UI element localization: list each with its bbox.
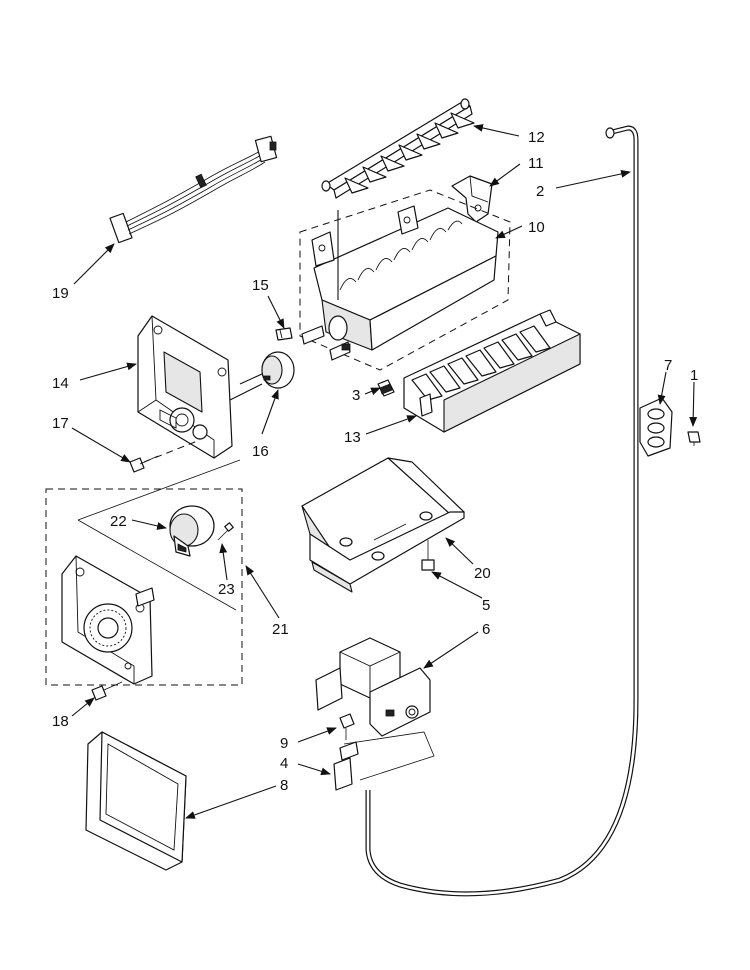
motor-screw-part <box>217 522 234 541</box>
callout-4: 4 <box>280 755 288 772</box>
leader-lines <box>71 124 698 819</box>
wire-harness-part <box>109 135 278 244</box>
retainer-clip-part <box>275 327 293 341</box>
callout-18: 18 <box>52 713 69 730</box>
callout-21: 21 <box>272 621 289 638</box>
callout-8: 8 <box>280 777 288 794</box>
callout-17: 17 <box>52 415 69 432</box>
callout-labels: 12 11 10 2 15 19 14 17 16 3 13 7 1 22 23… <box>52 129 698 794</box>
callout-7: 7 <box>664 357 672 374</box>
callout-15: 15 <box>252 277 269 294</box>
callout-3: 3 <box>352 387 360 404</box>
fill-tube-part <box>365 125 639 897</box>
housing-screw-part <box>129 439 201 473</box>
callout-22: 22 <box>110 513 127 530</box>
motor-part <box>169 505 215 557</box>
callout-9: 9 <box>280 735 288 752</box>
callout-5: 5 <box>482 597 490 614</box>
stripper-part <box>403 309 581 433</box>
thermostat-part <box>239 351 295 389</box>
ejector-part <box>321 98 475 199</box>
valve-bracket-part <box>333 731 435 791</box>
water-valve-part <box>315 637 431 737</box>
mounting-screw-part <box>91 681 123 701</box>
callout-1: 1 <box>690 367 698 384</box>
tray-screw-part <box>421 540 435 571</box>
callout-19: 19 <box>52 285 69 302</box>
insulation-block-part <box>85 731 187 871</box>
callout-20: 20 <box>474 565 491 582</box>
clip-part <box>377 379 395 397</box>
hinge-bracket-part <box>639 397 673 457</box>
callout-16: 16 <box>252 443 269 460</box>
callout-12: 12 <box>528 129 545 146</box>
shutoff-arm-tray-part <box>301 457 465 593</box>
ice-mold-assembly <box>299 189 511 371</box>
bracket-screw-part <box>687 431 701 446</box>
callout-13: 13 <box>344 429 361 446</box>
callout-14: 14 <box>52 375 69 392</box>
callout-6: 6 <box>482 621 490 638</box>
callout-10: 10 <box>528 219 545 236</box>
callout-23: 23 <box>218 581 235 598</box>
control-housing-part <box>137 315 263 459</box>
callout-2: 2 <box>536 183 544 200</box>
valve-screw-part <box>339 713 355 740</box>
motor-assembly <box>45 459 243 686</box>
callout-11: 11 <box>528 155 544 172</box>
